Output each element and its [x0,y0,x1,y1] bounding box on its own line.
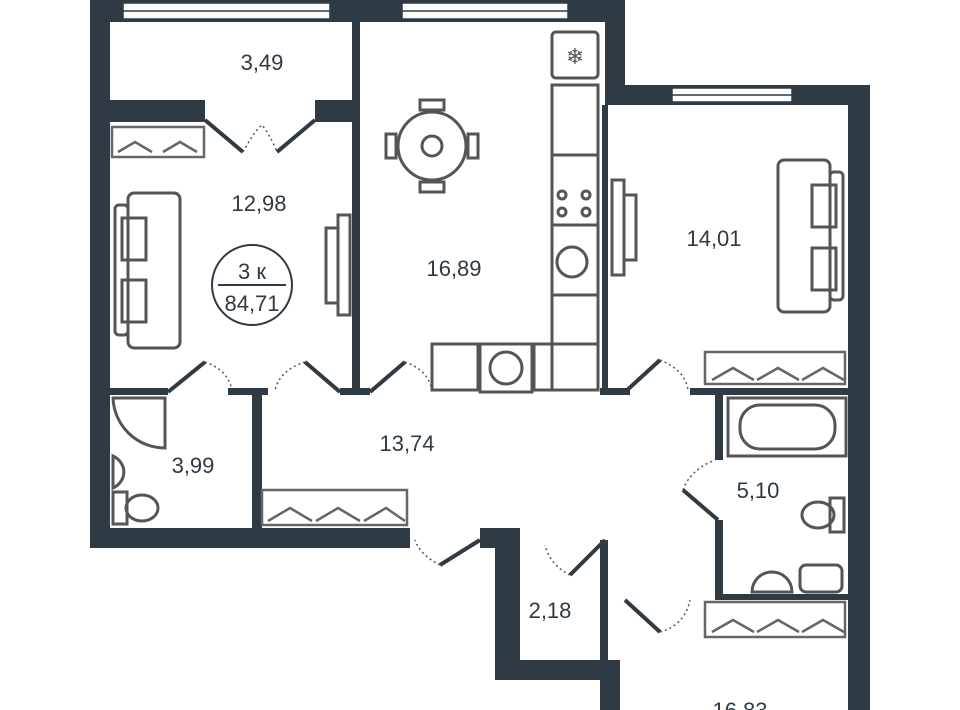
toilet [800,496,846,534]
room-area-storage: 2,18 [529,598,572,623]
bathtub [726,396,848,458]
toilet [111,490,160,526]
windows [122,2,793,103]
shower [111,396,167,450]
wardrobe [260,488,409,527]
room-area-kitchen: 16,89 [426,256,481,281]
doors [166,118,720,634]
room-area-balcony: 3,49 [241,50,284,75]
total-area: 84,71 [224,291,279,316]
sofa [113,191,182,350]
wardrobe [703,350,847,386]
room-area-hallway: 13,74 [379,431,434,456]
sofa [776,158,845,314]
sink [111,453,126,491]
dining-table [384,98,480,194]
room-area-bedroom-bottom: 16,83 [712,698,767,710]
wardrobe [110,125,206,159]
snowflake-icon: ❄ [566,44,584,69]
room-area-bedroom-left: 12,98 [231,191,286,216]
tv [324,213,352,317]
sink [750,563,844,594]
room-area-bathroom-left: 3,99 [172,453,215,478]
apartment-badge: 3 к 84,71 [211,244,293,326]
tv [610,178,638,277]
room-area-bathroom-right: 5,10 [737,478,780,503]
kitchen-counter: ❄ [430,30,600,394]
wardrobe [703,600,847,639]
apartment-type: 3 к [238,259,266,284]
room-area-bedroom-right: 14,01 [686,226,741,251]
